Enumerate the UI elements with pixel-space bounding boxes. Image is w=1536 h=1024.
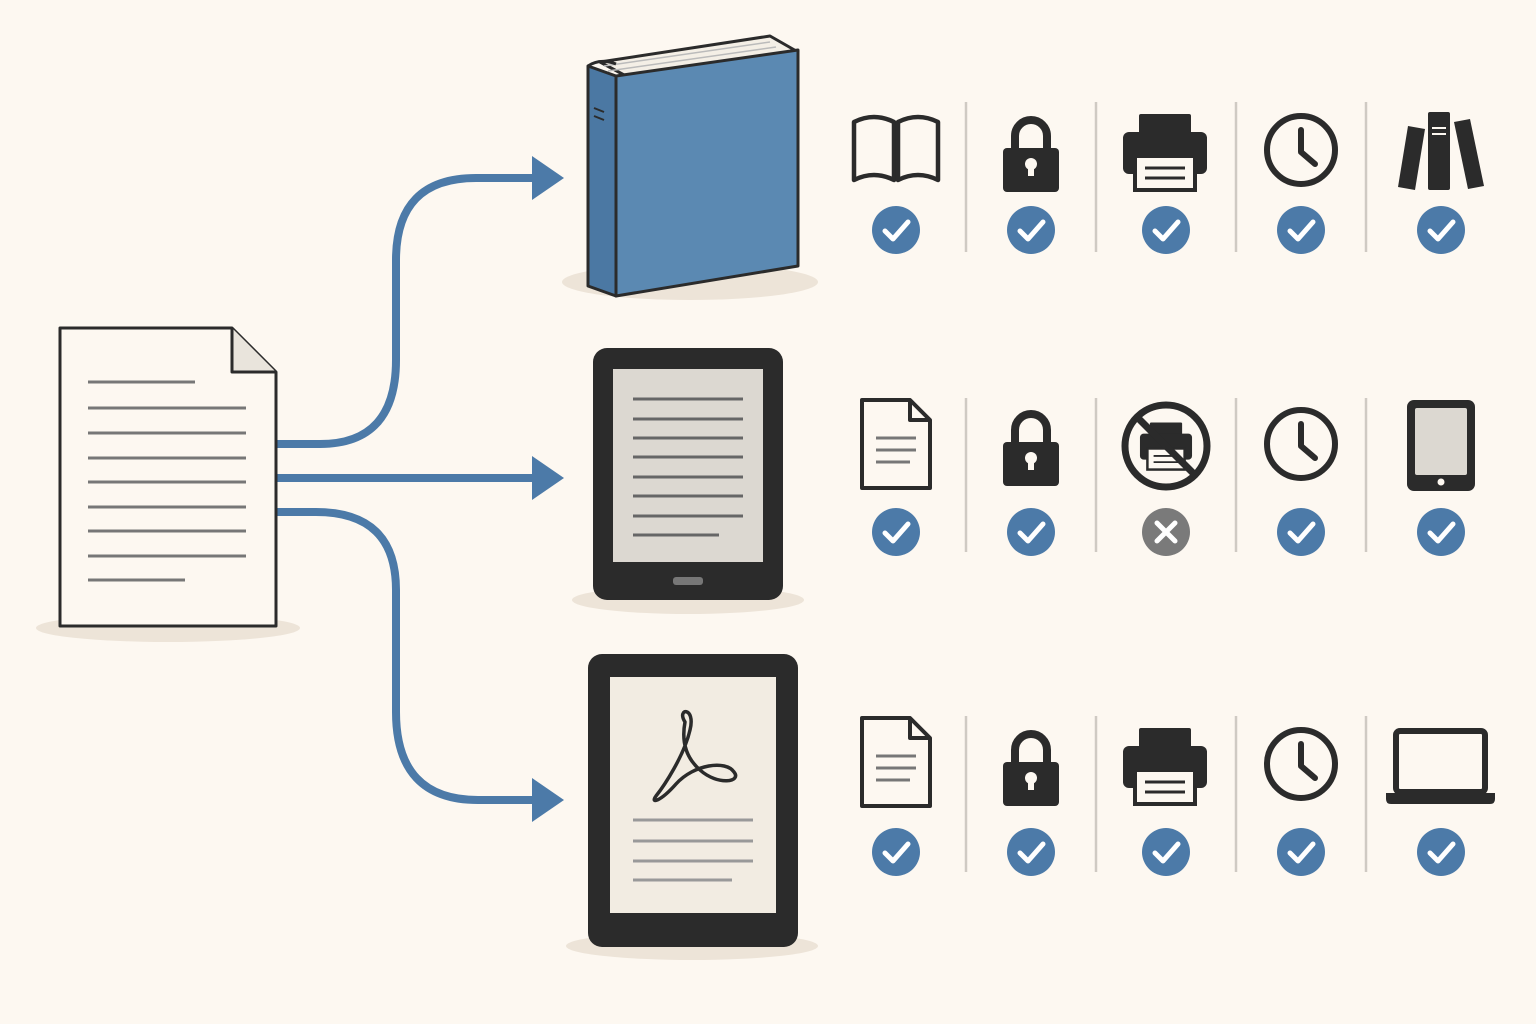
check-icon xyxy=(1142,828,1190,876)
check-icon xyxy=(872,828,920,876)
document-icon xyxy=(860,398,932,490)
document-text-lines xyxy=(88,380,246,582)
check-icon xyxy=(1277,206,1325,254)
check-icon xyxy=(872,206,920,254)
format-print-book xyxy=(562,34,818,300)
check-icon xyxy=(1417,206,1465,254)
format-ereader xyxy=(572,348,804,614)
open-book-icon xyxy=(851,114,941,183)
cross-icon xyxy=(1142,508,1190,556)
tablet-icon xyxy=(1407,400,1475,491)
feature-row-print-book xyxy=(851,112,1484,254)
pdf-logo-icon xyxy=(652,710,738,803)
check-icon xyxy=(1277,508,1325,556)
format-pdf-reader xyxy=(566,654,818,960)
clock-icon xyxy=(1267,730,1335,798)
check-icon xyxy=(1007,206,1055,254)
arrowhead-pdf-reader xyxy=(532,778,564,822)
hardcover-book-icon xyxy=(586,34,800,298)
lock-icon xyxy=(1003,414,1059,486)
printer-icon xyxy=(1121,112,1209,192)
printer-icon xyxy=(1121,726,1209,806)
lock-icon xyxy=(1003,120,1059,192)
document-icon xyxy=(860,716,932,808)
laptop-icon xyxy=(1386,728,1495,804)
ereader-icon xyxy=(593,348,783,600)
source-document xyxy=(36,326,300,642)
arrowhead-ereader xyxy=(532,456,564,500)
check-icon xyxy=(1007,828,1055,876)
arrowhead-print-book xyxy=(532,156,564,200)
check-icon xyxy=(1417,508,1465,556)
lock-icon xyxy=(1003,734,1059,806)
clock-icon xyxy=(1267,116,1335,184)
pdf-tablet-icon xyxy=(588,654,798,947)
column-dividers xyxy=(964,102,1368,872)
check-icon xyxy=(1142,206,1190,254)
no-printing-icon xyxy=(1121,401,1211,491)
clock-icon xyxy=(1267,410,1335,478)
connector-to-pdf-reader xyxy=(276,508,536,804)
bookshelf-icon xyxy=(1398,112,1484,190)
connector-to-print-book xyxy=(276,174,536,448)
check-icon xyxy=(872,508,920,556)
document-icon xyxy=(58,326,278,628)
feature-row-pdf-reader xyxy=(860,716,1495,876)
feature-row-ereader xyxy=(860,398,1475,556)
check-icon xyxy=(1007,508,1055,556)
check-icon xyxy=(1277,828,1325,876)
connectors xyxy=(276,156,564,822)
check-icon xyxy=(1417,828,1465,876)
